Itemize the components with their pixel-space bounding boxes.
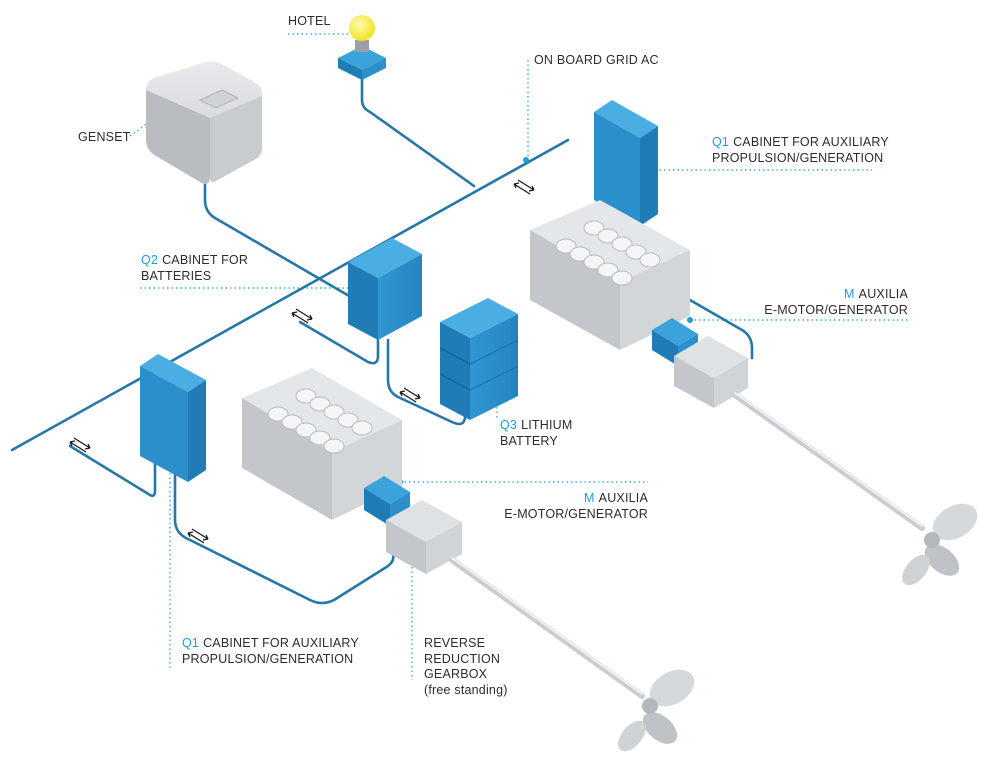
label-m-bottom-line1: AUXILIA: [598, 491, 648, 505]
label-m-bottom-line2: E-MOTOR/GENERATOR: [504, 506, 648, 521]
battery-cable: [386, 338, 467, 426]
label-m-bottom-code: M: [584, 491, 595, 505]
label-q2-code: Q2: [141, 253, 159, 267]
q2-bus-cable: [298, 320, 380, 365]
motor-top-cable: [688, 298, 754, 360]
q1-bottom-cabinet-icon: [140, 354, 206, 482]
q2-cabinet-icon: [348, 238, 422, 340]
label-q1-top-line1: CABINET FOR AUXILIARY: [733, 135, 889, 149]
label-q2-line1: CABINET FOR: [162, 253, 249, 267]
arrow-grid-top: [513, 179, 535, 195]
label-m-top-line1: AUXILIA: [858, 287, 908, 301]
label-genset: GENSET: [78, 130, 131, 146]
label-q3-line1: LITHIUM: [521, 418, 573, 432]
hotel-bulb-icon: [338, 15, 386, 80]
arrow-q2-bus: [291, 308, 313, 324]
label-hotel: HOTEL: [288, 14, 331, 30]
cables: [10, 72, 754, 605]
label-gearbox-line4: (free standing): [424, 682, 508, 697]
genset-unit-icon: [146, 61, 262, 184]
arrow-battery: [399, 387, 421, 403]
label-q3-code: Q3: [500, 418, 518, 432]
label-q1-top-code: Q1: [712, 135, 730, 149]
label-gearbox-line1: REVERSE: [424, 636, 486, 650]
label-q1-bottom-code: Q1: [182, 636, 200, 650]
label-q1-top-line2: PROPULSION/GENERATION: [712, 150, 884, 165]
ac-grid-bus: [10, 138, 570, 452]
label-q2-line2: BATTERIES: [141, 268, 212, 283]
label-hotel-text: HOTEL: [288, 14, 331, 28]
arrow-q1-bottom: [187, 528, 209, 544]
label-gearbox-line3: GEARBOX: [424, 667, 488, 681]
q1-bottom-motor-cable: [173, 468, 395, 605]
flow-arrows: [69, 179, 535, 544]
label-q3-line2: BATTERY: [500, 433, 558, 448]
q1-top-cabinet-icon: [594, 100, 658, 226]
genset-cable: [203, 183, 358, 302]
bottom-shaft-propeller-icon: [449, 557, 695, 752]
hotel-cable: [360, 72, 476, 188]
top-engine-icon: [530, 200, 748, 408]
q1-bottom-bus-cable: [68, 418, 157, 498]
label-on-board-grid-text: ON BOARD GRID AC: [534, 53, 659, 67]
label-gearbox: REVERSE REDUCTION GEARBOX (free standing…: [424, 636, 508, 698]
arrow-bus-left: [69, 437, 91, 453]
top-shaft-propeller-icon: [732, 392, 978, 586]
label-m-top-line2: E-MOTOR/GENERATOR: [764, 302, 908, 317]
label-q1-bottom-line1: CABINET FOR AUXILIARY: [203, 636, 359, 650]
label-m-top-code: M: [844, 287, 855, 301]
label-q1-bottom-line2: PROPULSION/GENERATION: [182, 651, 354, 666]
bottom-engine-icon: [242, 368, 462, 574]
label-on-board-grid: ON BOARD GRID AC: [534, 53, 659, 69]
q3-lithium-battery-icon: [439, 298, 519, 420]
label-genset-text: GENSET: [78, 130, 131, 144]
label-gearbox-line2: REDUCTION: [424, 651, 501, 666]
